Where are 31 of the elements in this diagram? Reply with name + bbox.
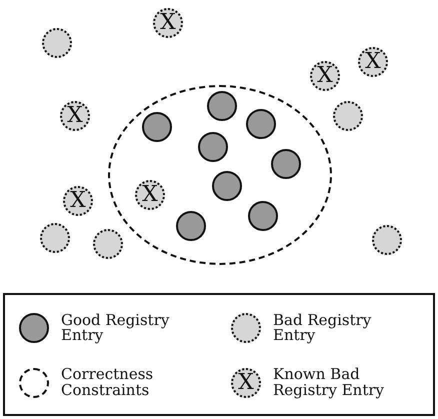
dotted-circle xyxy=(135,180,165,210)
dotted-circle xyxy=(42,28,72,58)
dotted-circle xyxy=(63,186,93,216)
filled-circle xyxy=(142,112,172,142)
x-mark: X xyxy=(67,105,83,127)
dotted-circle xyxy=(40,223,70,253)
filled-circle xyxy=(207,91,237,121)
dotted-circle xyxy=(310,61,340,91)
filled-circle xyxy=(176,211,206,241)
x-mark: X xyxy=(365,51,381,73)
legend-label: Known Bad Registry Entry xyxy=(273,367,385,398)
dashed-boundary-circle xyxy=(108,85,332,265)
x-mark: X xyxy=(70,190,86,212)
x-mark: X xyxy=(160,12,176,34)
filled-circle xyxy=(271,149,301,179)
filled-circle xyxy=(248,201,278,231)
dotted-circle xyxy=(358,47,388,77)
dotted-circle xyxy=(60,101,90,131)
legend-label: Bad Registry Entry xyxy=(273,312,372,344)
filled-circle xyxy=(198,132,228,162)
x-mark: X xyxy=(317,65,333,87)
dotted-circle xyxy=(153,8,183,38)
filled-circle xyxy=(212,171,242,201)
dotted-circle xyxy=(93,229,123,259)
x-mark: X xyxy=(142,184,158,206)
dotted-circle xyxy=(372,225,402,255)
legend-label: Good Registry Entry xyxy=(61,312,170,344)
filled-circle xyxy=(246,109,276,139)
x-mark: X xyxy=(238,372,254,394)
dotted-circle xyxy=(333,101,363,131)
legend-label: Correctness Constraints xyxy=(61,367,154,398)
